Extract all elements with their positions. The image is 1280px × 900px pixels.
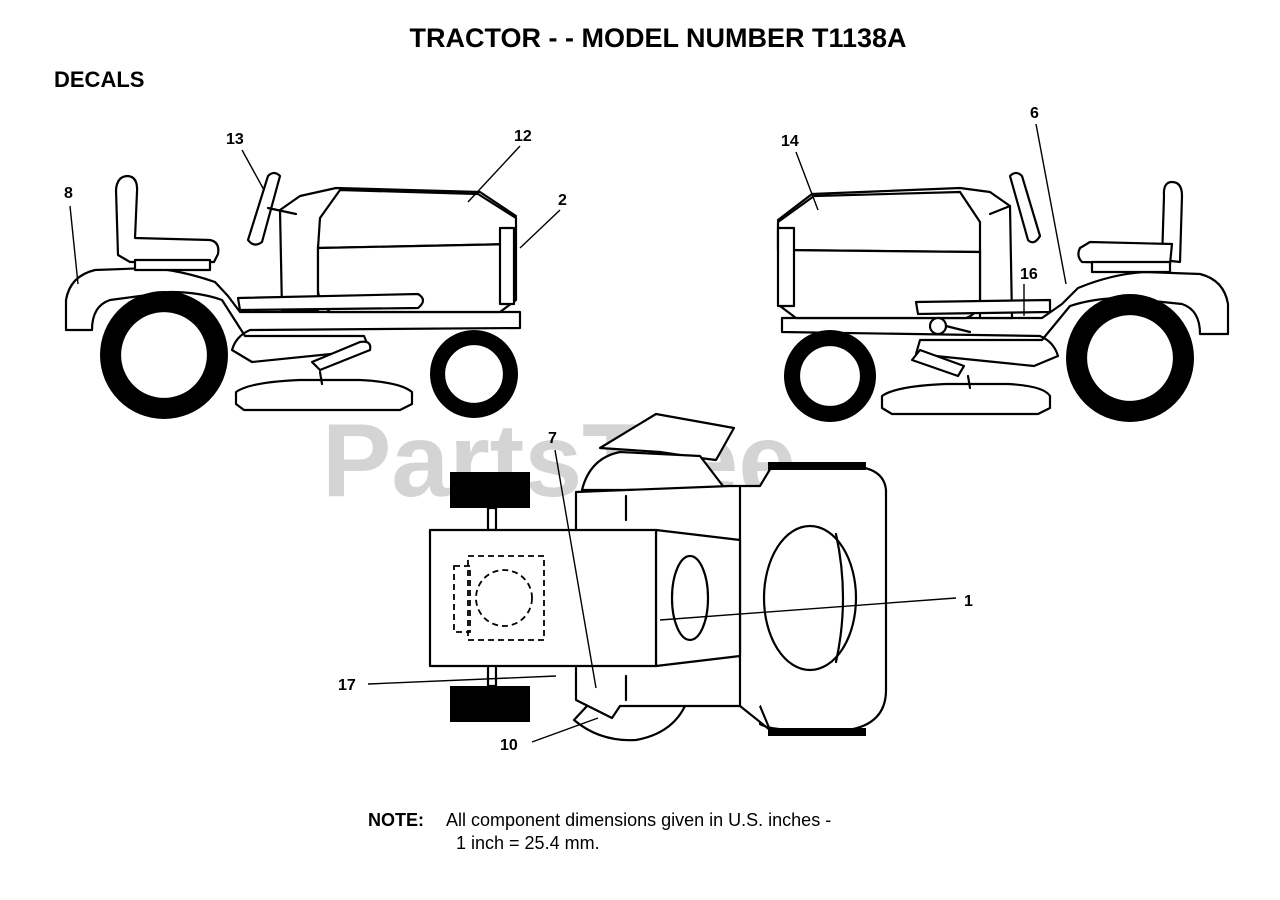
note-line-2: 1 inch = 25.4 mm. [456, 833, 600, 853]
callout-13: 13 [226, 131, 244, 148]
callout-2: 2 [558, 192, 567, 209]
tractor-right-side-view [776, 171, 1230, 422]
callouts-left-view: 13 12 2 8 [64, 128, 567, 285]
callouts-right-view: 14 6 16 [781, 105, 1067, 316]
callout-14: 14 [781, 133, 799, 150]
tractor-top-view [428, 412, 888, 742]
dimension-note: NOTE: All component dimensions given in … [368, 810, 831, 853]
callout-7: 7 [548, 430, 557, 447]
callout-10: 10 [500, 737, 518, 754]
callout-17: 17 [338, 677, 356, 694]
callout-6: 6 [1030, 105, 1039, 122]
page-title: TRACTOR - - MODEL NUMBER T1138A [409, 23, 906, 53]
tractor-left-side-view [64, 171, 522, 419]
note-line-1: All component dimensions given in U.S. i… [446, 810, 831, 830]
callout-12: 12 [514, 128, 532, 145]
callout-16: 16 [1020, 266, 1038, 283]
note-label: NOTE: [368, 810, 424, 830]
callout-8: 8 [64, 185, 73, 202]
callout-1: 1 [964, 593, 973, 610]
section-heading: DECALS [54, 67, 144, 92]
callouts-top-view: 7 1 17 10 [338, 430, 973, 754]
